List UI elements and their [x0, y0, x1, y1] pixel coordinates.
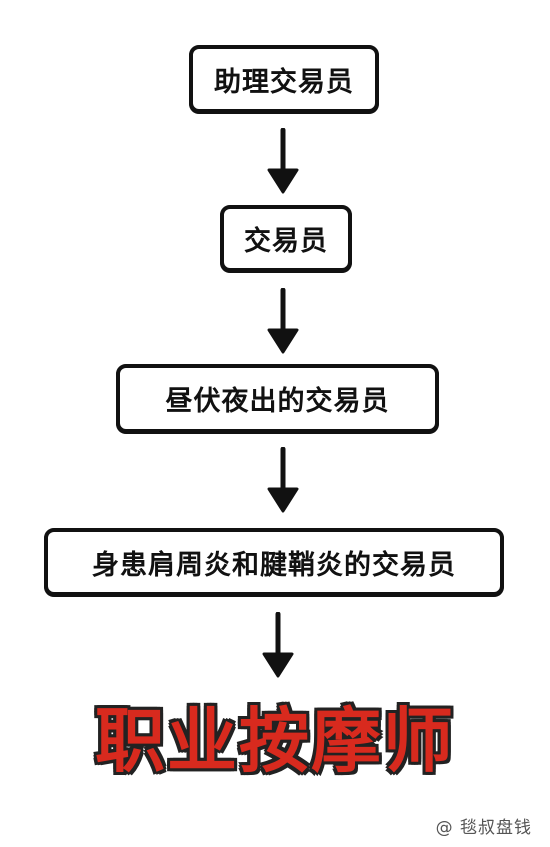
flow-box-injured-trader: 身患肩周炎和腱鞘炎的交易员 — [44, 528, 504, 596]
down-arrow-icon — [267, 447, 299, 513]
flow-step-label: 交易员 — [244, 226, 328, 257]
down-arrow-icon — [267, 128, 299, 194]
flow-box-trader: 交易员 — [220, 205, 352, 272]
flow-box-nocturnal-trader: 昼伏夜出的交易员 — [116, 364, 439, 433]
down-arrow-icon — [262, 612, 294, 678]
final-outcome-title: 职业按摩师 — [95, 700, 455, 782]
flow-step-label: 助理交易员 — [214, 66, 354, 98]
down-arrow-icon — [267, 288, 299, 354]
watermark-credit: @ 毯叔盘钱 — [435, 818, 532, 838]
flow-step-label: 昼伏夜出的交易员 — [165, 386, 390, 417]
flow-step-label: 身患肩周炎和腱鞘炎的交易员 — [92, 549, 456, 581]
flow-box-assistant-trader: 助理交易员 — [189, 45, 379, 113]
